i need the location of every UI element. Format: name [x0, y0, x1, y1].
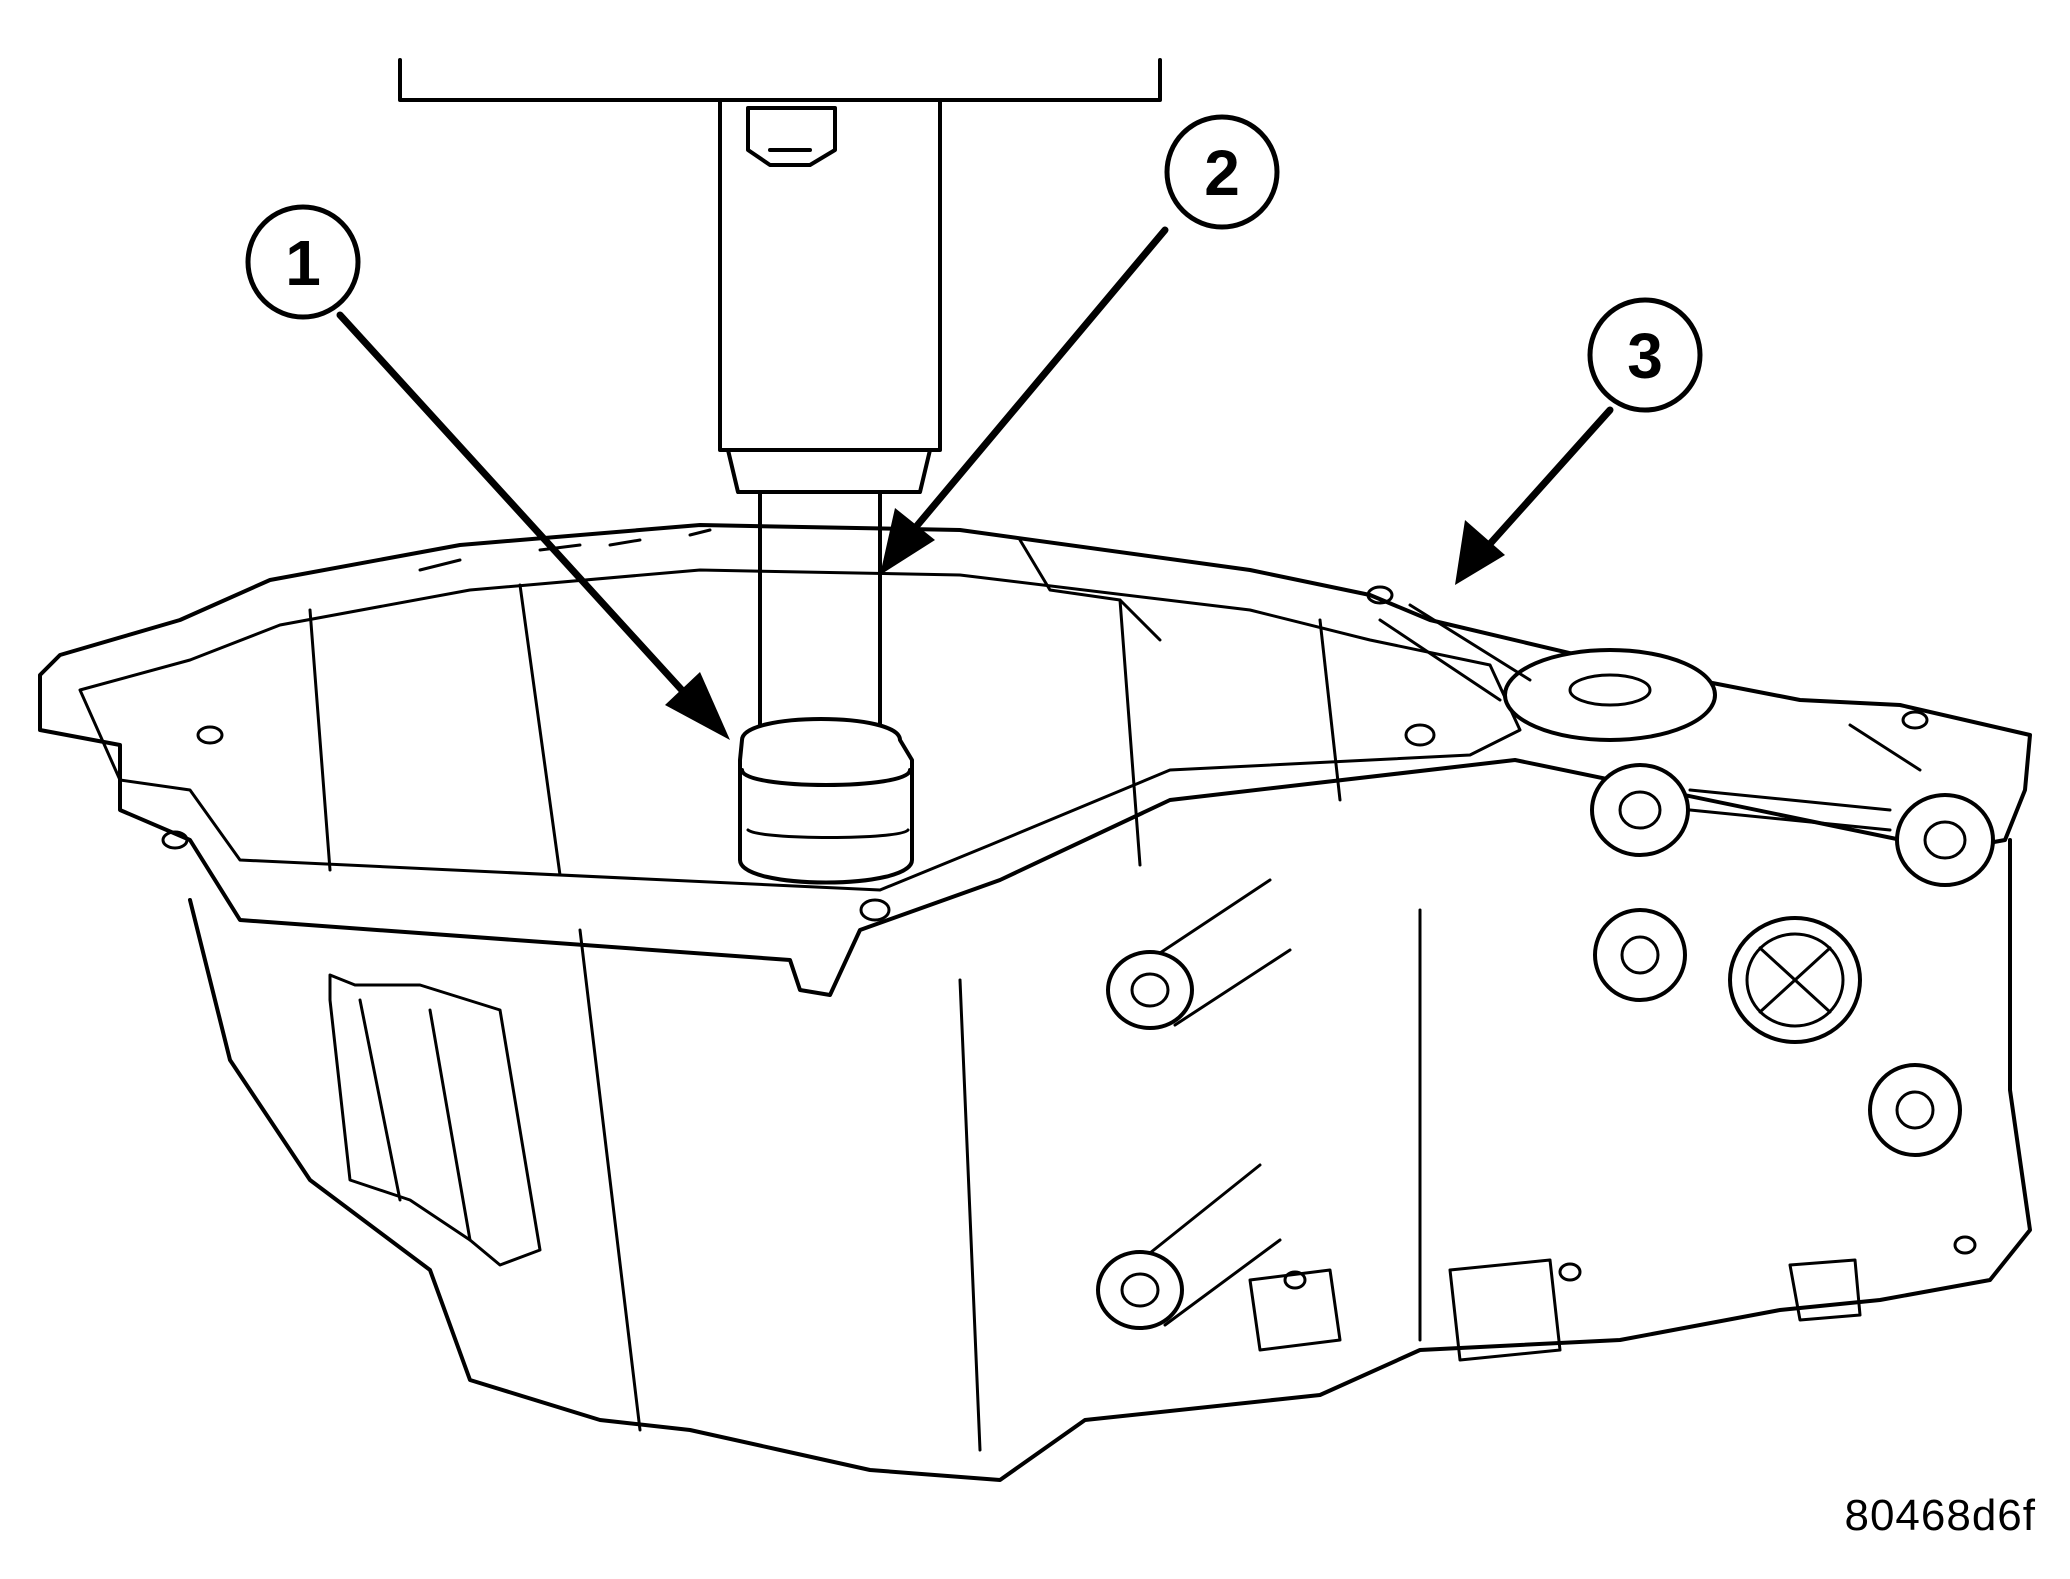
transmission-case — [38, 523, 2032, 1482]
bearing-race — [738, 717, 914, 885]
callout-1-label: 1 — [285, 227, 321, 299]
callout-1: 1 — [245, 204, 361, 320]
callout-2-label: 2 — [1204, 137, 1240, 209]
figure-code: 80468d6f — [1844, 1491, 2036, 1540]
press-plate — [398, 58, 1162, 102]
press-ram — [718, 98, 942, 494]
callout-2: 2 — [1164, 114, 1280, 230]
callout-3-label: 3 — [1627, 320, 1663, 392]
callout-leaders — [336, 226, 1614, 740]
callout-3: 3 — [1587, 297, 1703, 413]
